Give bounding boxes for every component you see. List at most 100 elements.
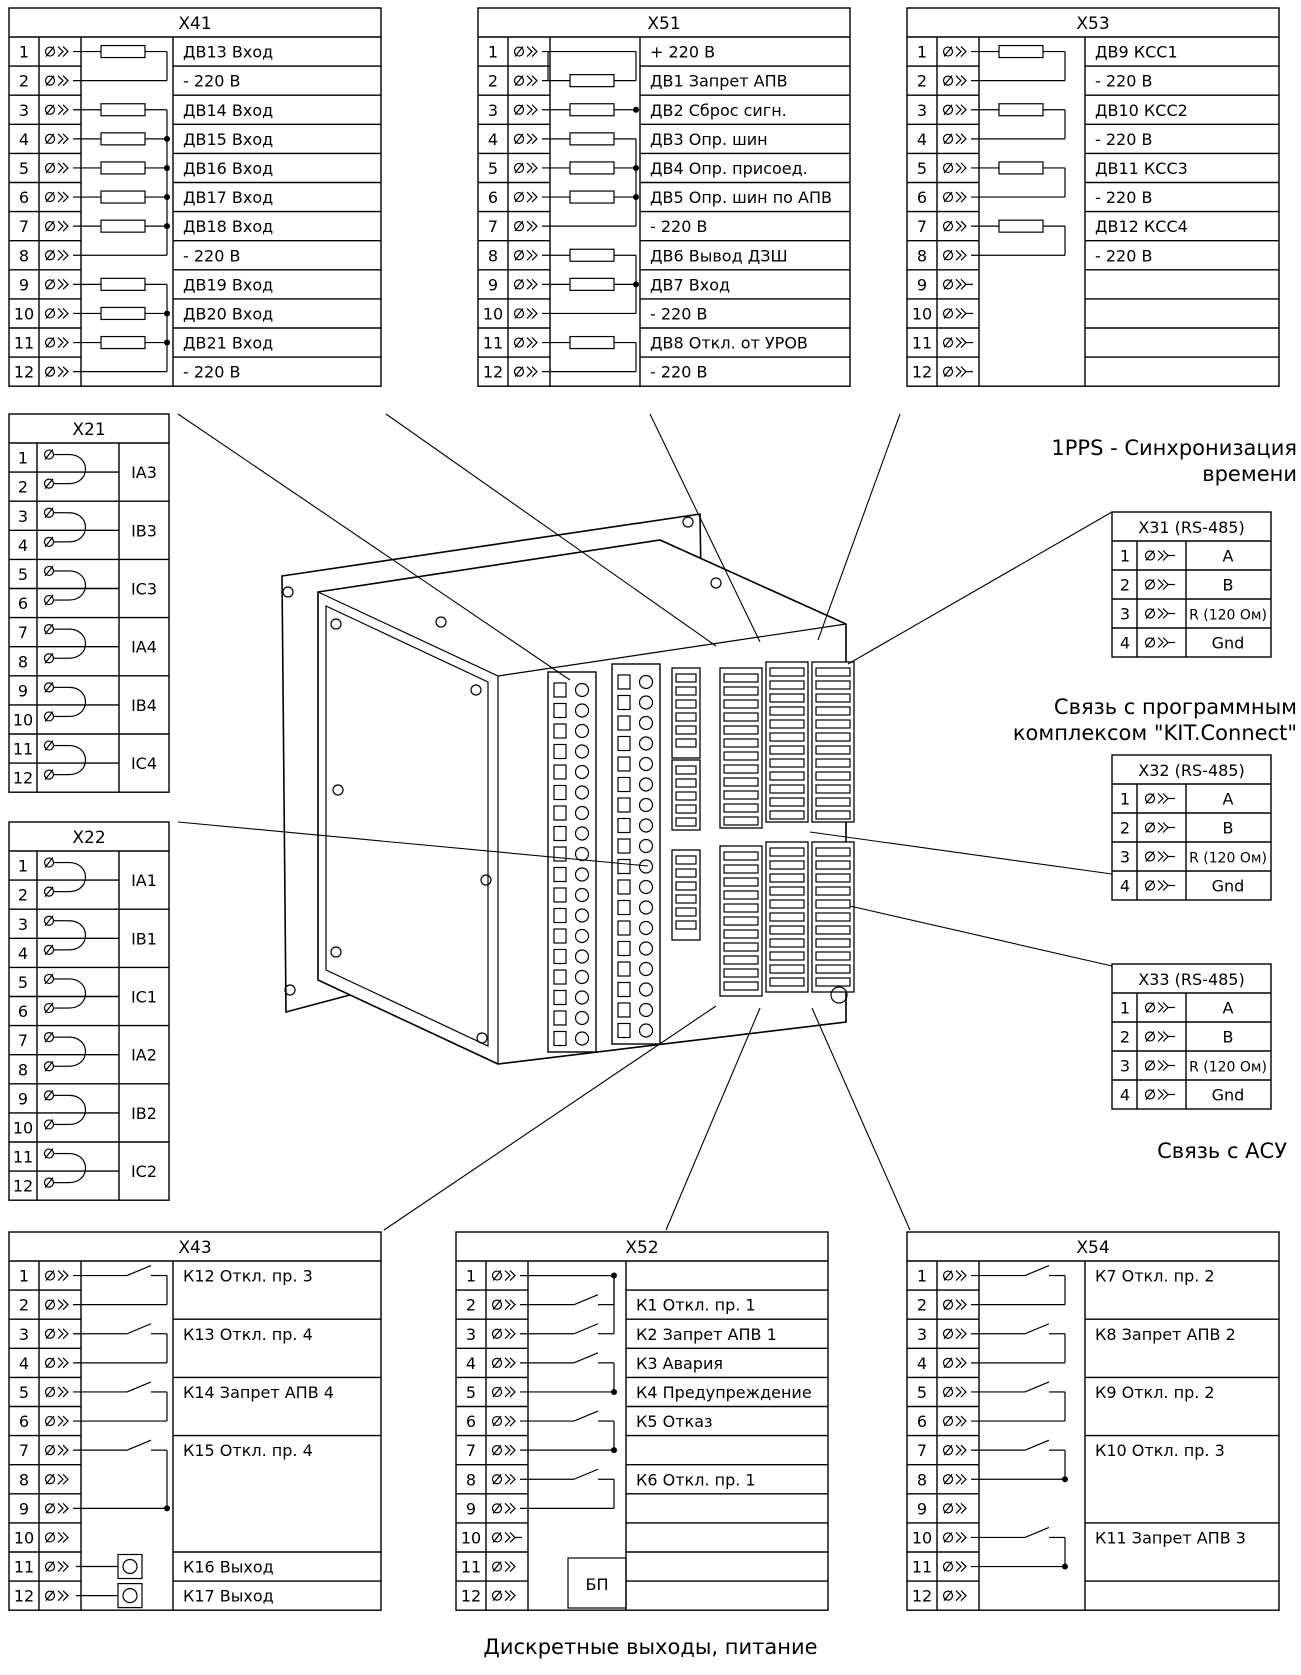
- plug-chevron-icon: [955, 220, 967, 232]
- plug-slash-icon: [44, 681, 54, 693]
- plug-circle-icon: [513, 366, 525, 377]
- terminal-screw-icon: [638, 982, 654, 997]
- connector-pin: [723, 890, 759, 900]
- pin-number: 12: [13, 1177, 33, 1196]
- ct-coil-icon: [68, 861, 86, 893]
- pin-number: 3: [19, 1325, 29, 1344]
- plug-slash-icon: [492, 1328, 502, 1340]
- pin-number: 10: [13, 1118, 33, 1137]
- plug-chevron-icon: [955, 1415, 967, 1427]
- plug-chevron-icon: [57, 278, 69, 290]
- plug-circle-icon: [1144, 550, 1156, 561]
- plug-slash-icon: [943, 220, 953, 232]
- relay-contact-icon: [1024, 1381, 1050, 1393]
- plug-circle-icon: [1144, 822, 1156, 833]
- connector-pin: [675, 817, 697, 827]
- plug-slash-icon: [45, 1357, 55, 1369]
- plug-chevron-icon: [57, 1502, 69, 1514]
- ct-coil-icon: [68, 628, 86, 659]
- plug-slash-icon: [1145, 550, 1155, 561]
- input-resistor-icon: [998, 44, 1044, 59]
- plug-circle-icon: [491, 1299, 503, 1310]
- pin-number: 10: [912, 304, 932, 323]
- plug-chevron-icon: [57, 1299, 69, 1311]
- pin-number: 3: [917, 1325, 927, 1344]
- pin-number: 8: [18, 652, 28, 671]
- pin-number: 4: [1120, 634, 1130, 653]
- plug-slash-icon: [45, 75, 55, 87]
- terminal-screw-icon: [638, 797, 654, 813]
- plug-slash-icon: [45, 104, 55, 116]
- input-resistor-icon: [569, 190, 615, 204]
- input-resistor-icon: [569, 335, 615, 350]
- input-resistor-icon: [998, 103, 1044, 117]
- plug-circle-icon: [942, 191, 954, 203]
- terminal-screw-icon: [638, 859, 654, 874]
- pin-number: 11: [483, 334, 503, 353]
- plug-slash-icon: [44, 915, 54, 927]
- pin-number: 8: [19, 1470, 29, 1489]
- terminal-label: К4 Предупреждение: [636, 1383, 812, 1402]
- pin-number: 5: [19, 159, 29, 178]
- plug-circle-icon: [942, 46, 954, 57]
- terminal-screw-icon: [574, 846, 590, 862]
- plug-chevron-icon: [955, 1270, 967, 1281]
- pin-number: 9: [466, 1499, 476, 1518]
- terminal-cell: [617, 879, 631, 895]
- block-title: X53: [1076, 14, 1109, 34]
- terminal-screw-icon: [638, 961, 654, 977]
- plug-circle-icon: [44, 1474, 56, 1485]
- terminal-cell: [553, 723, 567, 739]
- pin-number: 6: [19, 188, 29, 207]
- plug-slash-icon: [514, 308, 524, 319]
- plug-circle-icon: [942, 1386, 954, 1398]
- plug-slash-icon: [943, 162, 953, 174]
- pin-number: 11: [14, 334, 34, 353]
- plug-chevron-icon: [57, 1270, 69, 1281]
- terminal-label: - 220 В: [183, 363, 240, 382]
- terminal-screw-icon: [638, 818, 654, 833]
- input-resistor-icon: [569, 103, 615, 117]
- pin-number: 2: [19, 1296, 29, 1315]
- connector-pin: [815, 977, 851, 987]
- terminal-screw-icon: [574, 764, 590, 780]
- current-label: IA1: [131, 871, 157, 890]
- block-frame: [906, 1231, 1280, 1611]
- input-resistor-icon: [100, 132, 146, 146]
- plug-chevron-icon: [1157, 851, 1169, 862]
- plug-chevron-icon: [57, 1444, 69, 1456]
- plug-circle-icon: [491, 1328, 503, 1339]
- connector-pin: [675, 791, 697, 801]
- leader-line: [817, 413, 901, 641]
- block-frame: [906, 7, 1280, 387]
- leader-line: [811, 1007, 911, 1231]
- plug-chevron-icon: [955, 75, 967, 87]
- terminal-screw-icon: [638, 838, 654, 854]
- plug-circle-icon: [513, 46, 525, 57]
- connector-pin: [769, 925, 805, 935]
- plug-slash-icon: [45, 1561, 55, 1572]
- terminal-label: К13 Откл. пр. 4: [183, 1325, 313, 1344]
- plug-slash-icon: [45, 162, 55, 174]
- plug-chevron-icon: [955, 1590, 967, 1602]
- terminal-cell: [617, 1022, 631, 1039]
- terminal-screw-icon: [638, 941, 654, 956]
- signal-label: R (120 Ом): [1189, 608, 1267, 624]
- input-resistor-icon: [100, 44, 146, 59]
- plug-circle-icon: [942, 279, 954, 290]
- terminal-cell: [617, 940, 631, 957]
- connector-pin: [675, 907, 697, 917]
- plug-chevron-icon: [57, 1386, 69, 1398]
- pin-number: 9: [18, 1089, 28, 1108]
- plug-chevron-icon: [955, 1357, 967, 1369]
- pin-number: 10: [483, 304, 503, 323]
- input-resistor-icon: [100, 190, 146, 204]
- terminal-label: К5 Отказ: [636, 1412, 713, 1431]
- terminal-label: К16 Выход: [183, 1558, 274, 1577]
- terminal-label: К3 Авария: [636, 1354, 723, 1373]
- screw-icon: [480, 874, 492, 886]
- connector-pin: [675, 765, 697, 775]
- terminal-screw-icon: [574, 990, 590, 1005]
